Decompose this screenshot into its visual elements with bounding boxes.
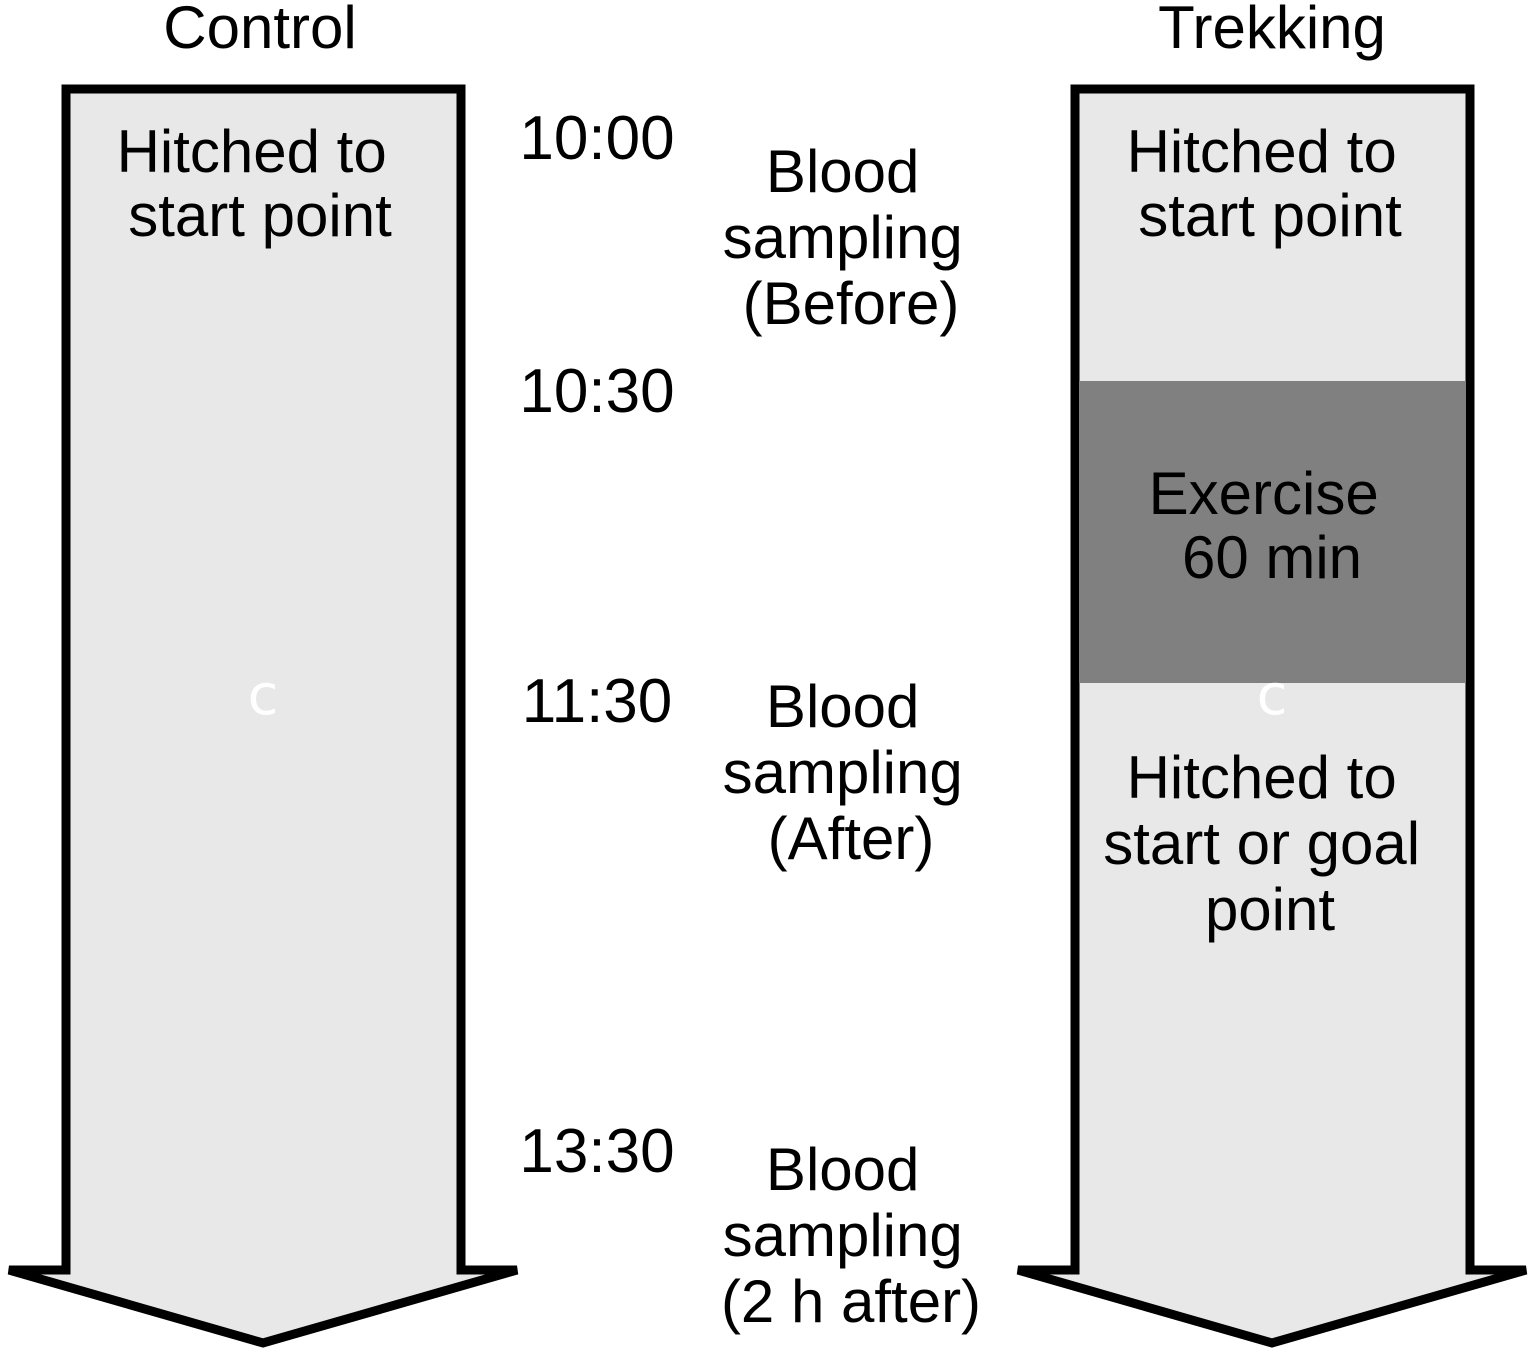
- timeline-events: Blood sampling (Before) Blood sampling (…: [721, 138, 981, 1335]
- control-title: Control: [163, 0, 356, 61]
- time-label: 11:30: [522, 667, 673, 736]
- control-start-label: Hitched to start point: [117, 118, 404, 249]
- blood-sampling-before: Blood sampling (Before): [723, 138, 980, 337]
- blood-sampling-2h-after: Blood sampling (2 h after): [721, 1136, 981, 1335]
- time-label: 10:00: [519, 104, 674, 173]
- time-label: 13:30: [519, 1117, 674, 1186]
- timeline-times: 10:00 10:30 11:30 13:30: [519, 104, 674, 1186]
- control-marker: c: [248, 663, 279, 728]
- time-label: 10:30: [519, 357, 674, 426]
- trekking-start-label: Hitched to start point: [1127, 118, 1414, 249]
- control-arrow: Hitched to start point c: [7, 84, 519, 1348]
- trekking-after-label: Hitched to start or goal point: [1103, 744, 1437, 943]
- trekking-marker: c: [1257, 663, 1288, 728]
- blood-sampling-after: Blood sampling (After): [723, 673, 980, 872]
- trekking-title: Trekking: [1158, 0, 1386, 61]
- control-arrow-shape: [7, 84, 519, 1348]
- exercise-block: [1079, 381, 1466, 683]
- exercise-label: Exercise 60 min: [1149, 460, 1396, 591]
- trekking-arrow: Hitched to start point Exercise 60 min c…: [1016, 84, 1528, 1348]
